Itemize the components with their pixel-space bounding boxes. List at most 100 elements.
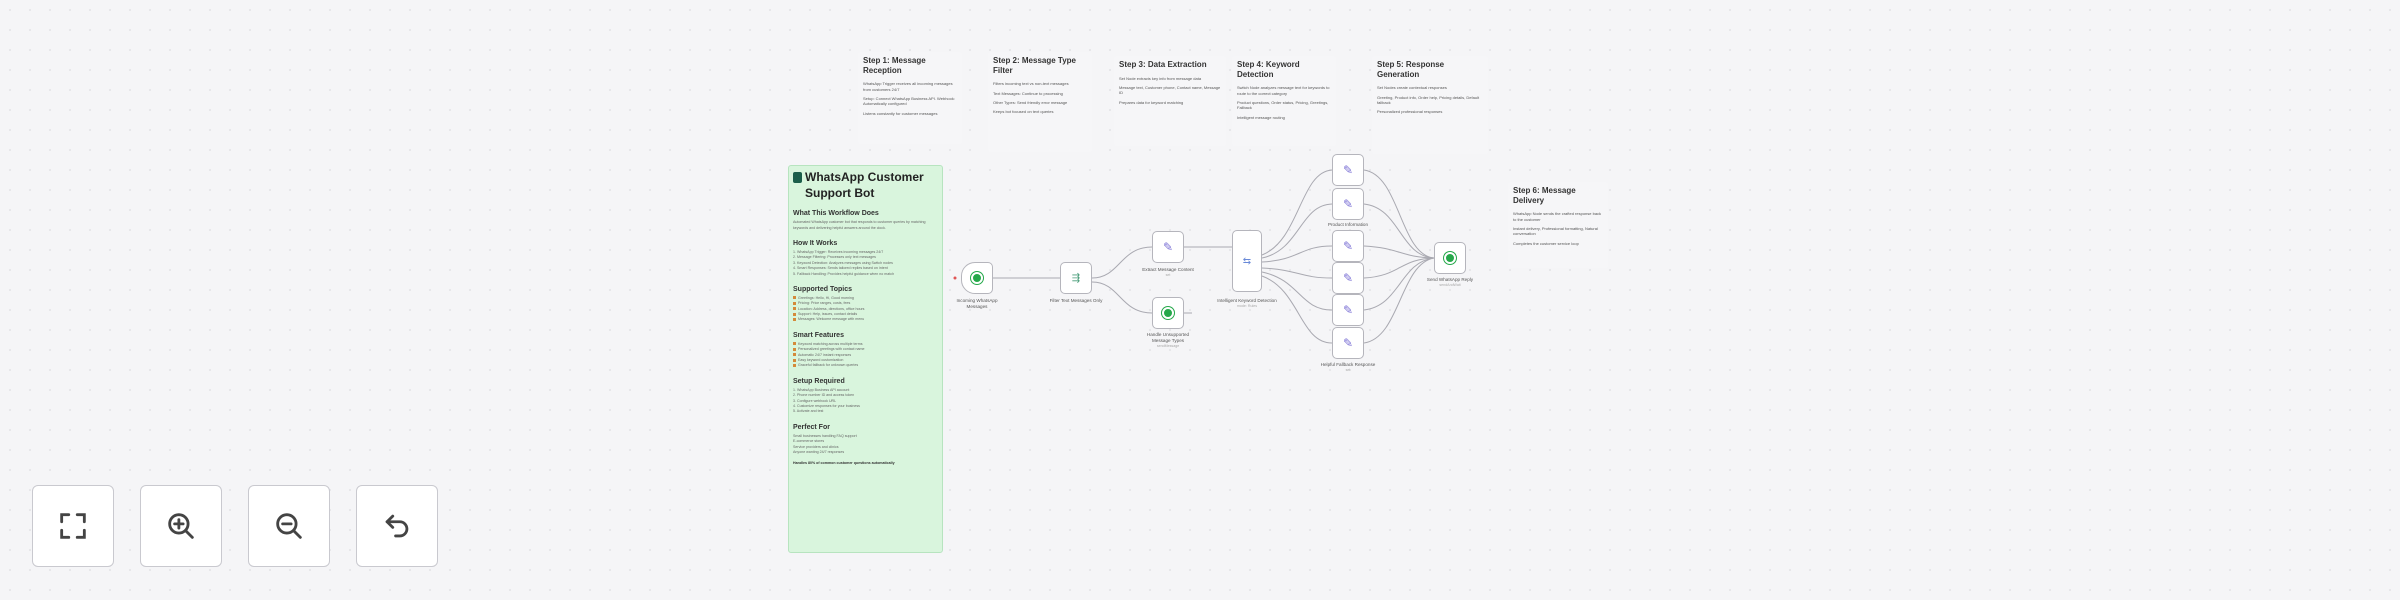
section-line: 4. Customize responses for your business xyxy=(793,404,860,408)
section-line: 4. Smart Responses: Sends tailored repli… xyxy=(793,266,888,271)
note-line: WhatsApp Trigger receives all incoming m… xyxy=(863,81,953,92)
node-label-text: Helpful Fallback Response xyxy=(1320,362,1376,367)
note-step-1[interactable]: Step 1: Message Reception WhatsApp Trigg… xyxy=(858,52,962,144)
edge-switch-greeting xyxy=(1261,169,1333,256)
note-step-4[interactable]: Step 4: Keyword Detection Switch Node an… xyxy=(1232,56,1336,146)
zoom-out-icon xyxy=(276,513,302,539)
note-title: Step 6: Message Delivery xyxy=(1513,186,1576,205)
note-title: Step 1: Message Reception xyxy=(863,56,926,75)
note-line: Keeps bot focused on text queries xyxy=(993,109,1054,115)
section-line: Messages: Welcome message with menu xyxy=(793,317,938,322)
section-line: Automated WhatsApp customer bot that res… xyxy=(793,220,926,230)
node-label: Helpful Fallback Response set xyxy=(1318,362,1378,373)
overview-title: WhatsApp Customer Support Bot xyxy=(793,170,938,201)
section-line: Service providers and clinics xyxy=(793,444,839,449)
note-line: Completes the customer service loop xyxy=(1513,240,1579,246)
section-heading: Setup Required xyxy=(793,377,845,385)
edge-switch-support xyxy=(1261,271,1333,311)
note-line: Personalized professional responses xyxy=(1377,109,1443,115)
note-line: Text Messages: Continue to processing xyxy=(993,90,1063,96)
node-product-response[interactable]: ✎ xyxy=(1332,188,1364,220)
node-filter-text[interactable]: ⇶ xyxy=(1060,262,1092,294)
node-fallback-response[interactable]: ✎ xyxy=(1332,327,1364,359)
note-line: Prepares data for keyword matching xyxy=(1119,99,1184,105)
node-sublabel: set xyxy=(1345,367,1351,372)
edge-filter-unsupported xyxy=(1091,281,1153,314)
node-label-text: Handle Unsupported Message Types xyxy=(1146,332,1190,343)
note-step-3[interactable]: Step 3: Data Extraction Set Node extract… xyxy=(1114,56,1226,146)
section-line: Automatic 24/7 instant responses xyxy=(793,353,938,358)
node-sublabel: sendAndWait xyxy=(1439,282,1461,287)
node-pricing-response[interactable]: ✎ xyxy=(1332,262,1364,294)
node-order-response[interactable]: ✎ xyxy=(1332,230,1364,262)
note-line: Product questions, Order status, Pricing… xyxy=(1237,99,1329,111)
note-line: Greeting, Product info, Order help, Pric… xyxy=(1377,94,1480,105)
node-sublabel: sendMessage xyxy=(1156,343,1180,348)
filter-icon: ⇶ xyxy=(1071,272,1081,284)
note-line: WhatsApp Node sends the crafted response… xyxy=(1513,211,1602,222)
section-heading: Smart Features xyxy=(793,331,844,339)
section-line: 2. Message Filtering: Processes only tex… xyxy=(793,255,876,260)
section-heading: What This Workflow Does xyxy=(793,210,879,218)
reset-zoom-button[interactable] xyxy=(356,485,438,567)
node-label: Filter Text Messages Only xyxy=(1049,298,1103,303)
node-label: Handle Unsupported Message Types sendMes… xyxy=(1138,332,1198,349)
node-send-reply[interactable] xyxy=(1434,242,1466,274)
note-title: Step 5: Response Generation xyxy=(1377,60,1445,79)
section-line: Pricing: Price ranges, costs, fees xyxy=(793,301,938,306)
note-line: Set Node extracts key info from message … xyxy=(1119,75,1202,81)
overview-footer: Handles 80% of common customer questions… xyxy=(793,461,895,466)
pencil-icon: ✎ xyxy=(1342,239,1354,253)
note-line: Listens constantly for customer messages xyxy=(863,110,938,116)
pencil-icon: ✎ xyxy=(1342,271,1354,285)
edge-switch-order xyxy=(1261,245,1333,263)
pencil-icon: ✎ xyxy=(1342,303,1354,317)
node-greeting-response[interactable]: ✎ xyxy=(1332,154,1364,186)
section-heading: Supported Topics xyxy=(793,285,852,293)
node-keyword-switch[interactable]: ⇆ xyxy=(1232,230,1262,292)
note-line: Setup: Connect WhatsApp Business API. We… xyxy=(863,95,955,107)
note-line: Message text, Customer phone, Contact na… xyxy=(1119,84,1221,96)
section-line: 2. Phone number ID and access token xyxy=(793,393,855,398)
note-step-6[interactable]: Step 6: Message Delivery WhatsApp Node s… xyxy=(1508,182,1608,268)
zoom-in-icon xyxy=(168,513,194,539)
note-title: Step 2: Message Type Filter xyxy=(993,56,1076,75)
edge-switch-pricing xyxy=(1261,267,1333,279)
node-label: Extract Message Content set xyxy=(1138,267,1198,278)
switch-icon: ⇆ xyxy=(1242,255,1252,267)
note-step-5[interactable]: Step 5: Response Generation Set Nodes cr… xyxy=(1372,56,1488,154)
section-line: Small businesses handling FAQ support xyxy=(793,433,857,438)
section-line: Personalized greetings with contact name xyxy=(793,347,938,352)
pencil-icon: ✎ xyxy=(1342,163,1354,177)
section-line: 5. Fallback Handling: Provides helpful g… xyxy=(793,271,895,276)
section-line: Anyone wanting 24/7 responses xyxy=(793,449,845,454)
note-line: Instant delivery, Professional formattin… xyxy=(1513,225,1598,237)
section-line: 1. WhatsApp Trigger: Receives incoming m… xyxy=(793,249,884,254)
section-line: 5. Activate and test xyxy=(793,409,824,414)
overview-title-text: WhatsApp Customer Support Bot xyxy=(805,170,924,200)
node-sublabel: mode: Rules xyxy=(1236,303,1258,308)
note-title: Step 4: Keyword Detection xyxy=(1237,60,1300,79)
pencil-icon: ✎ xyxy=(1342,336,1354,350)
node-label: Incoming WhatsApp Messages xyxy=(956,298,998,309)
note-line: Other Types: Send friendly error message xyxy=(993,99,1068,105)
node-unsupported-types[interactable] xyxy=(1152,297,1184,329)
node-sublabel: set xyxy=(1165,272,1171,277)
node-whatsapp-trigger[interactable] xyxy=(961,262,993,294)
node-extract-content[interactable]: ✎ xyxy=(1152,231,1184,263)
section-line: E-commerce stores xyxy=(793,439,825,444)
node-label-text: Send WhatsApp Reply xyxy=(1426,277,1474,282)
undo-icon xyxy=(385,514,409,538)
section-heading: How It Works xyxy=(793,239,838,247)
zoom-in-button[interactable] xyxy=(140,485,222,567)
note-line: Filters incoming text vs non-text messag… xyxy=(993,81,1069,87)
note-step-2[interactable]: Step 2: Message Type Filter Filters inco… xyxy=(988,52,1092,152)
fit-view-button[interactable] xyxy=(32,485,114,567)
node-support-response[interactable]: ✎ xyxy=(1332,294,1364,326)
edge-filter-extract xyxy=(1091,246,1153,279)
edge-switch-product xyxy=(1261,203,1333,259)
note-overview[interactable]: WhatsApp Customer Support Bot What This … xyxy=(788,165,943,553)
section-line: Greetings: Hello, Hi, Good morning xyxy=(793,296,938,301)
zoom-out-button[interactable] xyxy=(248,485,330,567)
